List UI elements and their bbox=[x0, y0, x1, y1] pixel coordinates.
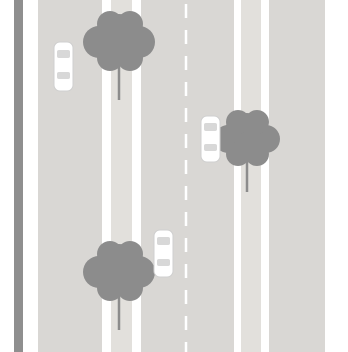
car-icon bbox=[201, 116, 220, 162]
car-icon bbox=[54, 42, 73, 91]
road-lane-3 bbox=[269, 0, 325, 352]
left-edge-strip bbox=[14, 0, 23, 352]
car-icon bbox=[154, 230, 173, 277]
road-lane-2 bbox=[141, 0, 234, 352]
median-strip-right bbox=[241, 0, 261, 352]
